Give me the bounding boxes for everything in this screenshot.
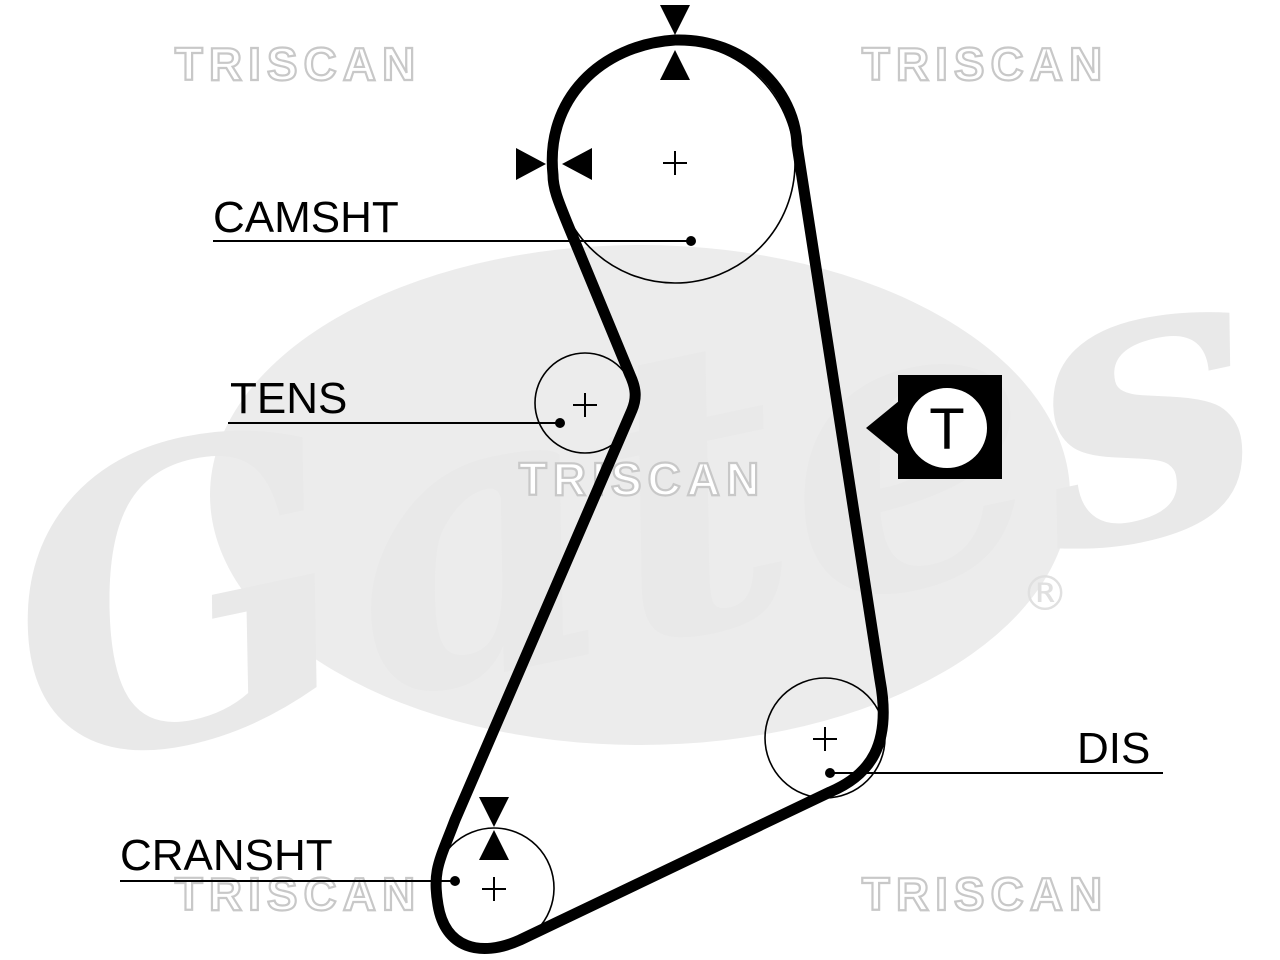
- tensioner-center-cross: [573, 393, 597, 417]
- labels: CAMSHT TENS DIS CRANSHT: [120, 193, 1150, 880]
- watermark-center: TRISCAN: [519, 453, 765, 505]
- tension-check-symbol: T: [866, 375, 1002, 479]
- tension-symbol-circle: [903, 384, 991, 472]
- timing-belt: [430, 34, 889, 954]
- watermarks: TRISCAN TRISCAN TRISCAN TRISCAN TRISCAN: [174, 37, 1108, 921]
- crankshaft-timing-mark: [479, 797, 509, 860]
- pulley-centers: [482, 151, 837, 901]
- label-crankshaft: CRANSHT: [120, 831, 333, 880]
- watermark-top-right: TRISCAN: [862, 38, 1108, 90]
- distributor-leader-dot: [825, 768, 835, 778]
- camshaft-center-cross: [663, 151, 687, 175]
- leaders: [120, 236, 1163, 886]
- camshaft-side-timing-mark: [516, 148, 592, 180]
- tension-symbol-letter: T: [929, 397, 964, 462]
- crankshaft-center-cross: [482, 877, 506, 901]
- gates-logo-ellipse: [210, 245, 1070, 745]
- label-camshaft: CAMSHT: [213, 193, 399, 242]
- camshaft-leader-dot: [686, 236, 696, 246]
- label-tensioner: TENS: [230, 374, 347, 423]
- watermark-bottom-left: TRISCAN: [175, 868, 421, 920]
- tension-symbol-arrow: [866, 392, 910, 464]
- registered-mark: ®: [1021, 566, 1069, 622]
- label-distributor: DIS: [1077, 724, 1150, 773]
- watermark-bottom-right: TRISCAN: [862, 868, 1108, 920]
- timing-marks: [479, 5, 690, 860]
- tensioner-leader-dot: [555, 418, 565, 428]
- crankshaft-leader-dot: [450, 876, 460, 886]
- camshaft-top-timing-mark: [660, 5, 690, 80]
- watermark-top-left: TRISCAN: [175, 38, 421, 90]
- distributor-center-cross: [813, 727, 837, 751]
